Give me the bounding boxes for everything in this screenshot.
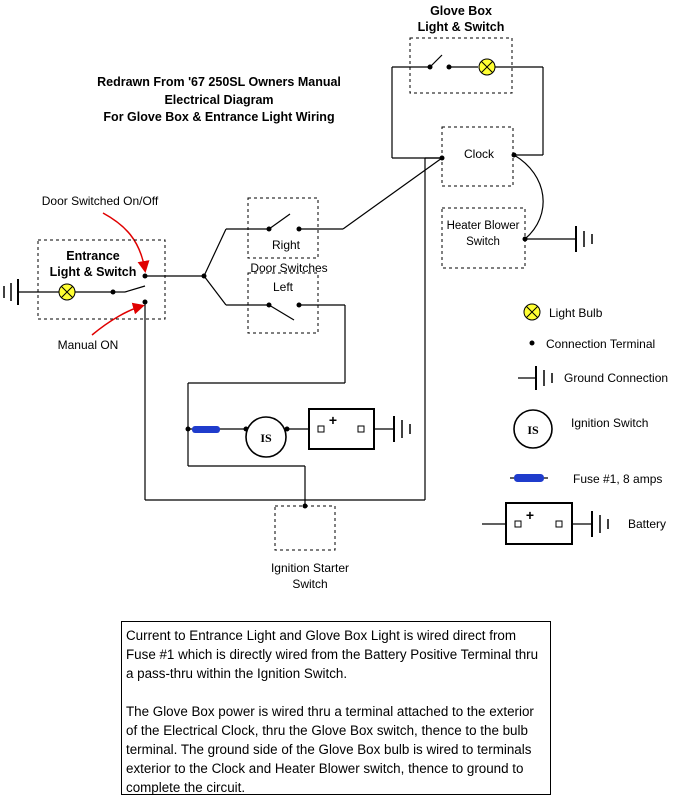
glove-box-switch [392, 54, 478, 70]
ignition-starter-label-line2: Switch [292, 577, 327, 591]
legend-ignition-switch-icon: IS [513, 409, 553, 449]
right-door-label: Right [272, 238, 301, 252]
legend-ignition-switch-label: Ignition Switch [571, 416, 648, 430]
glove-box-switch-box [409, 37, 513, 94]
note-paragraph-2: The Glove Box power is wired thru a term… [126, 704, 534, 795]
legend-battery-plus-sign: + [526, 507, 534, 523]
right-door-switch [266, 213, 302, 232]
battery-icon: + [308, 408, 375, 450]
heater-blower-label-line1: Heater Blower [447, 220, 520, 232]
manual-on-arrow [91, 302, 145, 336]
ignition-starter-label-line1: Ignition Starter [271, 561, 349, 575]
legend-battery-icon: + [482, 502, 609, 545]
door-switched-arrow [102, 212, 150, 273]
entrance-bulb-icon [58, 283, 76, 301]
heater-ground-icon [525, 226, 593, 252]
note-paragraph-1: Current to Entrance Light and Glove Box … [126, 628, 539, 681]
battery-plus-sign: + [329, 412, 337, 428]
door-switches-title: Door Switches [250, 261, 327, 275]
legend-ground-icon [518, 366, 553, 390]
manual-on-label: Manual ON [58, 338, 119, 352]
ignition-starter-switch-box [274, 505, 336, 551]
legend-connection-terminal-label: Connection Terminal [546, 337, 655, 351]
door-switched-label: Door Switched On/Off [42, 194, 159, 208]
left-door-switch-box [247, 272, 319, 334]
clock-to-heater-wire [513, 154, 544, 240]
fuse-icon [188, 426, 224, 433]
legend-ground-label: Ground Connection [564, 371, 668, 385]
entrance-label-line1: Entrance [66, 249, 120, 263]
left-door-label: Left [273, 280, 294, 294]
ignition-switch-icon: IS [245, 416, 287, 458]
diagram-title-line1: Redrawn From '67 250SL Owners Manual [97, 75, 341, 89]
legend: Light Bulb Connection Terminal Ground Co… [482, 303, 668, 545]
legend-ignition-switch-symbol: IS [527, 423, 539, 437]
entrance-ground-icon [3, 279, 59, 305]
legend-terminal-icon [529, 340, 535, 346]
heater-blower-label-line2: Switch [466, 236, 500, 248]
explanation-note: Current to Entrance Light and Glove Box … [121, 621, 551, 795]
legend-bulb-icon [523, 303, 541, 321]
entrance-light-switch-box [37, 239, 166, 320]
legend-battery-label: Battery [628, 517, 666, 531]
glove-box-label-line2: Light & Switch [418, 20, 505, 34]
right-door-switch-box [247, 197, 319, 259]
battery-ground-icon [374, 416, 411, 442]
left-door-switch [266, 302, 302, 321]
glove-box-bulb-icon [478, 58, 496, 76]
diagram-title-line2: Electrical Diagram [164, 93, 273, 107]
clock-label: Clock [464, 147, 495, 161]
legend-fuse-icon [510, 474, 548, 482]
entrance-label-line2: Light & Switch [50, 265, 137, 279]
legend-fuse-label: Fuse #1, 8 amps [573, 472, 662, 486]
legend-light-bulb-label: Light Bulb [549, 306, 603, 320]
diagram-title-line3: For Glove Box & Entrance Light Wiring [103, 110, 334, 124]
glove-box-label-line1: Glove Box [430, 4, 492, 18]
ignition-switch-symbol: IS [260, 431, 272, 445]
